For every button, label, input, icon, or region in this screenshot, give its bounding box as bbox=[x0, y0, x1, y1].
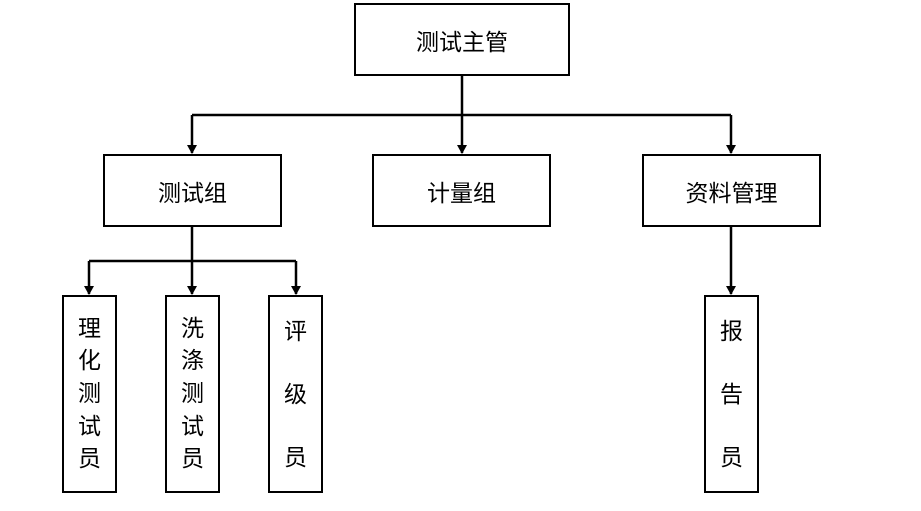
vertical-label-char: 员 bbox=[78, 446, 101, 473]
vertical-label-char: 测 bbox=[78, 380, 101, 407]
vertical-label-char: 员 bbox=[181, 446, 204, 473]
vertical-label-char: 告 bbox=[720, 382, 743, 408]
node-metrology-group: 计量组 bbox=[372, 154, 551, 227]
node-root: 测试主管 bbox=[354, 3, 570, 76]
node-records-group: 资料管理 bbox=[642, 154, 821, 227]
node-root-label: 测试主管 bbox=[416, 29, 508, 56]
vertical-label-char: 级 bbox=[284, 382, 307, 408]
vertical-label-char: 员 bbox=[720, 445, 743, 471]
vertical-label-char: 试 bbox=[181, 413, 204, 440]
vertical-label-char: 理 bbox=[78, 315, 101, 342]
vertical-label-char: 化 bbox=[78, 348, 101, 375]
vertical-label-char: 员 bbox=[284, 445, 307, 471]
vertical-label-char: 涤 bbox=[181, 348, 204, 375]
node-test-group-label: 测试组 bbox=[158, 180, 227, 207]
vertical-label-char: 报 bbox=[720, 319, 743, 345]
node-records-group-label: 资料管理 bbox=[685, 180, 778, 207]
node-test-group: 测试组 bbox=[103, 154, 282, 227]
vertical-label-char: 洗 bbox=[181, 315, 204, 342]
node-chem-tester: 理化测试员 bbox=[62, 295, 117, 493]
vertical-label-char: 测 bbox=[181, 380, 204, 407]
vertical-label-char: 评 bbox=[284, 319, 307, 345]
node-reporter: 报告员 bbox=[704, 295, 759, 493]
node-metrology-group-label: 计量组 bbox=[427, 180, 496, 207]
node-wash-tester: 洗涤测试员 bbox=[165, 295, 220, 493]
vertical-label-char: 试 bbox=[78, 413, 101, 440]
node-grader: 评级员 bbox=[268, 295, 323, 493]
